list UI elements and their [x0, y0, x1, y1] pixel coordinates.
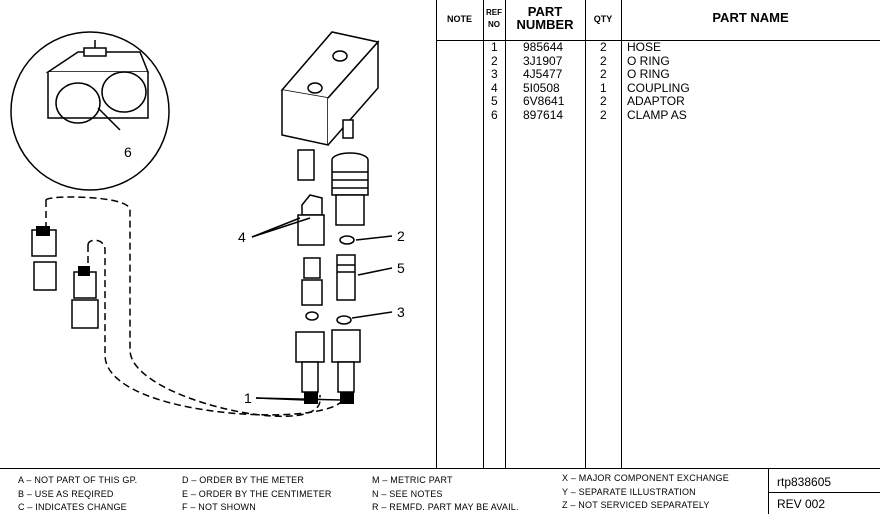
quantity: 2	[600, 67, 607, 81]
callout-3: 3	[397, 304, 405, 320]
legend-z: Z – NOT SERVICED SEPARATELY	[562, 500, 710, 510]
parts-table: NOTE REF NO PART NUMBER QTY PART NAME 1 …	[436, 0, 880, 468]
legend-b: B – USE AS REQIRED	[18, 489, 114, 499]
callout-1: 1	[244, 390, 252, 406]
table-row: 1 985644 2 HOSE	[436, 41, 880, 54]
table-row: 3 4J5477 2 O RING	[436, 68, 880, 81]
reference-box: rtp838605 REV 002	[768, 468, 880, 514]
legend-a: A – NOT PART OF THIS GP.	[18, 475, 138, 485]
exploded-parts-illustration: 6 4 2 5 3 1	[10, 31, 405, 418]
header-ref-no-1: REF	[486, 8, 502, 17]
callout-6: 6	[124, 144, 132, 160]
table-row: 5 6V8641 2 ADAPTOR	[436, 95, 880, 108]
table-row: 6 897614 2 CLAMP AS	[436, 107, 880, 122]
legend-footer: A – NOT PART OF THIS GP. B – USE AS REQI…	[0, 468, 880, 517]
legend-f: F – NOT SHOWN	[182, 502, 256, 512]
legend-x: X – MAJOR COMPONENT EXCHANGE	[562, 473, 729, 483]
callout-5: 5	[397, 260, 405, 276]
quantity: 2	[600, 107, 607, 122]
ref-no: 6	[491, 107, 498, 122]
clamp-detail-circle	[10, 31, 170, 191]
part-name: CLAMP AS	[627, 107, 687, 122]
revision-number: REV 002	[777, 497, 826, 511]
legend-c: C – INDICATES CHANGE	[18, 502, 127, 512]
quantity: 2	[600, 40, 607, 54]
callout-4: 4	[238, 229, 246, 245]
part-name: HOSE	[627, 40, 662, 54]
part-name: O RING	[627, 67, 670, 81]
legend-d: D – ORDER BY THE METER	[182, 475, 305, 485]
header-note: NOTE	[446, 14, 472, 24]
table-row: 4 5I0508 1 COUPLING	[436, 80, 880, 95]
header-ref-no-2: NO	[488, 20, 500, 29]
part-number: 985644	[523, 40, 564, 54]
quantity: 2	[600, 94, 607, 108]
quantity: 2	[600, 53, 607, 68]
ref-no: 5	[491, 94, 498, 108]
part-number: 6V8641	[523, 94, 565, 108]
part-name: ADAPTOR	[627, 94, 685, 108]
table-row: 2 3J1907 2 O RING	[436, 53, 880, 68]
quantity: 1	[600, 80, 607, 95]
ref-no: 4	[491, 80, 498, 95]
part-name: COUPLING	[627, 80, 690, 95]
legend-n: N – SEE NOTES	[372, 489, 443, 499]
header-part-name: PART NAME	[712, 10, 789, 25]
legend-r: R – REMFD. PART MAY BE AVAIL.	[372, 502, 519, 512]
header-qty: QTY	[593, 14, 613, 24]
legend-y: Y – SEPARATE ILLUSTRATION	[562, 487, 696, 497]
legend-m: M – METRIC PART	[372, 475, 453, 485]
callout-2: 2	[397, 228, 405, 244]
legend-e: E – ORDER BY THE CENTIMETER	[182, 489, 332, 499]
header-part-number-1: PART	[527, 4, 563, 19]
part-number: 4J5477	[523, 67, 563, 81]
drawing-number: rtp838605	[777, 475, 832, 489]
part-number: 5I0508	[523, 80, 560, 95]
header-part-number-2: NUMBER	[516, 17, 574, 32]
ref-no: 1	[491, 40, 498, 54]
part-number: 897614	[523, 107, 564, 122]
part-name: O RING	[627, 53, 670, 68]
part-number: 3J1907	[523, 53, 563, 68]
ref-no: 3	[491, 67, 498, 81]
ref-no: 2	[491, 53, 498, 68]
